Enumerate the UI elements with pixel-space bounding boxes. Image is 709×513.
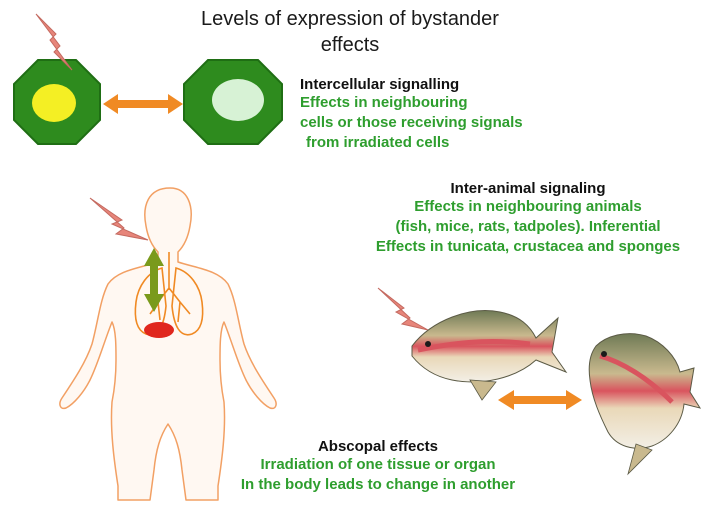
intercellular-heading: Intercellular signalling [300,76,460,93]
intercellular-line-2: cells or those receiving signals [300,114,523,131]
target-organ [144,322,174,338]
cell-signal-arrow [103,94,183,114]
lightning-bolt-icon [35,13,73,71]
intercellular-line-3: from irradiated cells [306,134,450,151]
human-body-illustration [59,187,277,501]
abscopal-heading: Abscopal effects [317,438,439,455]
diagram-title: Levels of expression of bystander effect… [150,6,550,58]
abscopal-signal-arrow [144,248,164,312]
title-line-1: Levels of expression of bystander [201,8,499,30]
irradiated-fish [411,310,568,401]
inter-animal-caption: Inter-animal signaling Effects in neighb… [358,180,698,257]
inter-animal-line-3: Effects in tunicata, crustacea and spong… [375,238,681,255]
neighbouring-fish [588,333,702,476]
intercellular-caption: Intercellular signalling Effects in neig… [300,76,600,153]
abscopal-caption: Abscopal effects Irradiation of one tiss… [228,438,528,495]
lightning-bolt-fish-icon [377,287,429,331]
irradiated-cell [13,59,101,145]
fish-signal-arrow [498,390,582,410]
neighbouring-cell [183,59,283,145]
abscopal-line-1: Irradiation of one tissue or organ [260,456,496,473]
inter-animal-line-1: Effects in neighbouring animals [414,198,642,215]
intercellular-line-1: Effects in neighbouring [300,94,468,111]
abscopal-line-2: In the body leads to change in another [240,476,516,493]
title-line-2: effects [320,34,380,56]
inter-animal-heading: Inter-animal signaling [450,180,606,197]
inter-animal-line-2: (fish, mice, rats, tadpoles). Inferentia… [395,218,661,235]
lung-irradiation-bolt-icon [89,197,149,241]
